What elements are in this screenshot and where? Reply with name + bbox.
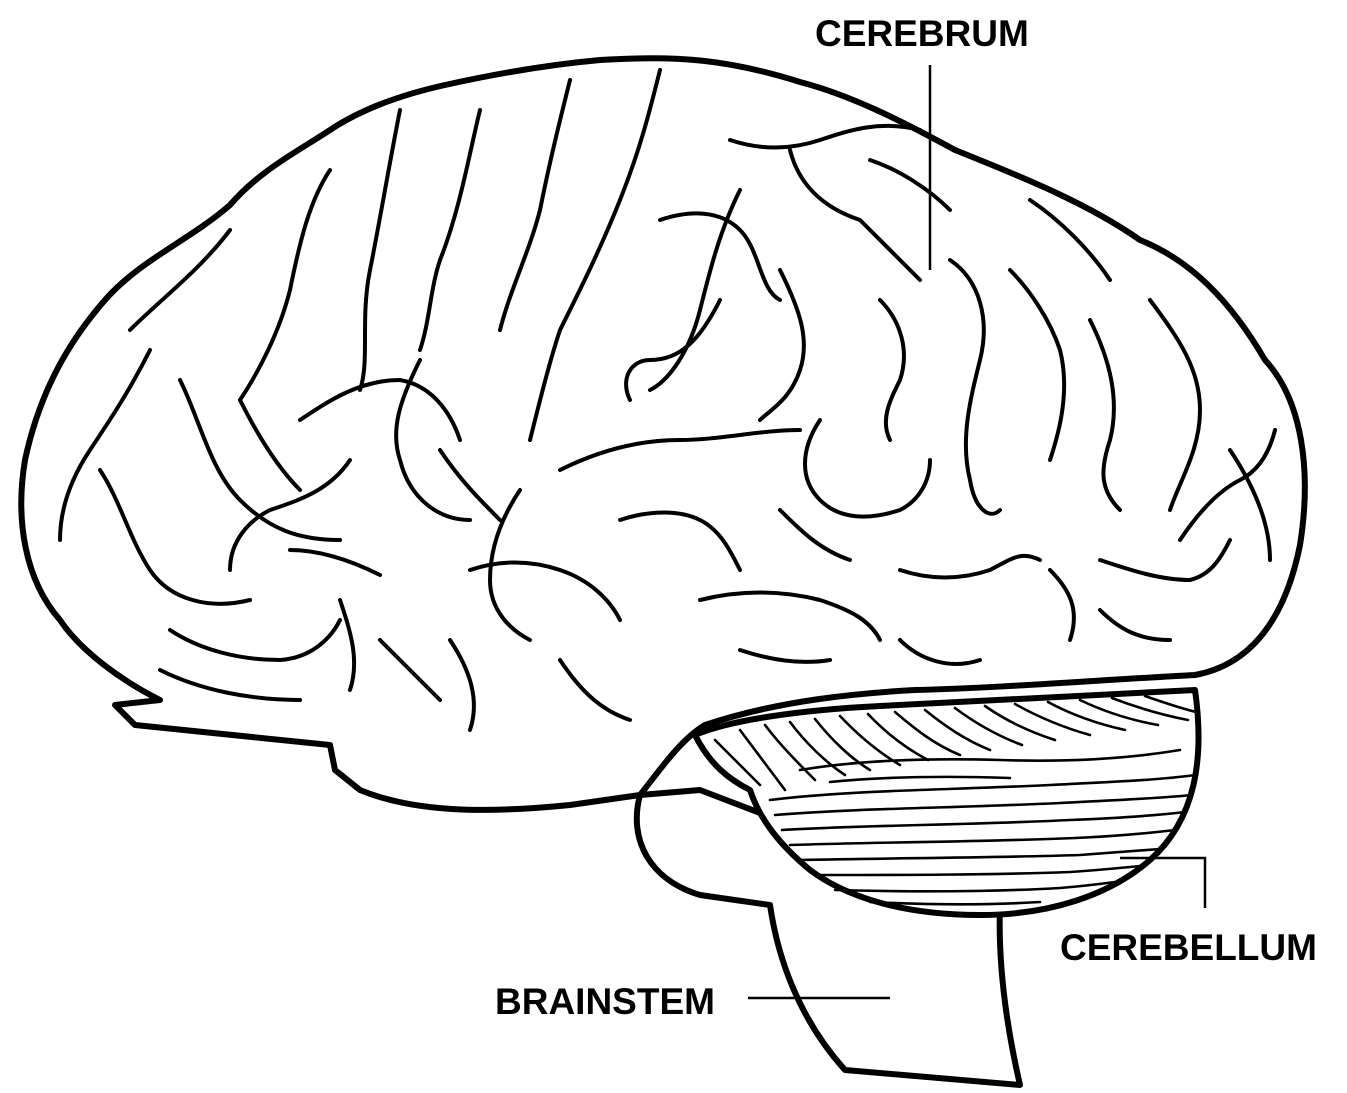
brainstem-label: BRAINSTEM (495, 981, 715, 1022)
cerebellum-label: CEREBELLUM (1060, 927, 1317, 968)
cerebrum-label: CEREBRUM (815, 13, 1029, 54)
